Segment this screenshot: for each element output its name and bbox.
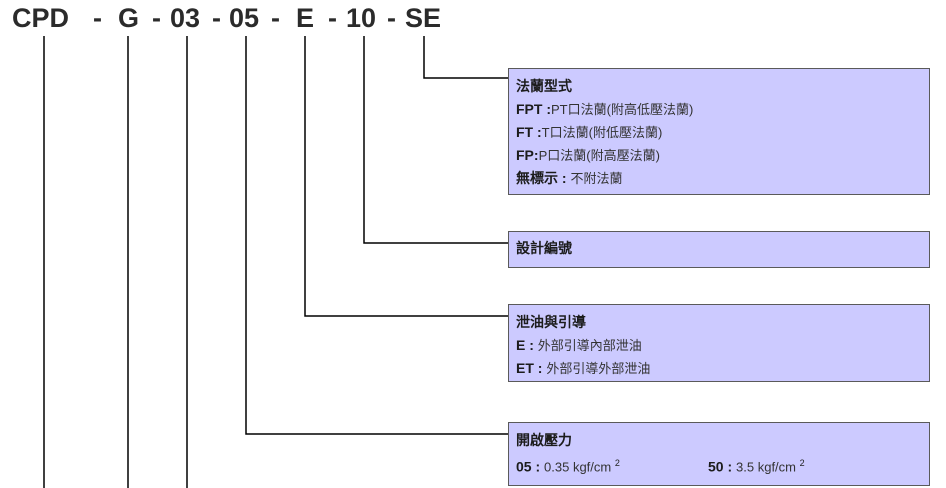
design-number-box: 設計編號 xyxy=(508,231,930,268)
code-dash-1: - xyxy=(93,3,102,33)
option-code: 無標示 xyxy=(516,170,558,186)
option-code: FPT xyxy=(516,101,543,117)
connector-05 xyxy=(245,36,508,435)
option-desc: 外部引導外部泄油 xyxy=(546,361,651,376)
option-sep: : xyxy=(723,458,737,475)
code-dash-2: - xyxy=(152,3,161,33)
drain-option-et: ET : 外部引導外部泄油 xyxy=(516,357,922,380)
flange-type-title: 法蘭型式 xyxy=(516,78,572,94)
cracking-pressure-box: 開啟壓力 05 : 0.35 kgf/cm 2 50 : 3.5 kgf/cm … xyxy=(508,422,930,486)
unit-superscript: 2 xyxy=(614,458,620,468)
pressure-options-row: 05 : 0.35 kgf/cm 2 50 : 3.5 kgf/cm 2 xyxy=(516,452,922,475)
code-dash-4: - xyxy=(271,3,280,33)
option-sep: : xyxy=(533,124,542,140)
code-03: 03 xyxy=(170,3,201,33)
option-desc: 不附法蘭 xyxy=(570,171,623,186)
option-sep: : xyxy=(542,101,552,117)
code-se: SE xyxy=(405,3,442,33)
drain-pilot-box: 泄油與引導 E : 外部引導內部泄油 ET : 外部引導外部泄油 xyxy=(508,304,930,382)
option-desc: T口法蘭(附低壓法蘭) xyxy=(541,125,663,140)
connector-10 xyxy=(363,36,508,244)
flange-option-fp: FP:P口法蘭(附高壓法蘭) xyxy=(516,144,922,167)
code-dash-5: - xyxy=(328,3,337,33)
option-desc: 3.5 kgf/cm xyxy=(736,459,796,475)
code-e: E xyxy=(296,3,315,33)
connector-se xyxy=(423,36,508,79)
drain-pilot-title: 泄油與引導 xyxy=(516,314,586,330)
flange-option-ft: FT :T口法蘭(附低壓法蘭) xyxy=(516,121,922,144)
option-code: FP xyxy=(516,147,534,163)
option-sep: : xyxy=(533,147,539,163)
pressure-option-05: 05 : 0.35 kgf/cm 2 xyxy=(516,452,620,478)
flange-type-box: 法蘭型式 FPT :PT口法蘭(附高低壓法蘭) FT :T口法蘭(附低壓法蘭) … xyxy=(508,68,930,195)
option-code: FT xyxy=(516,124,534,140)
option-sep: : xyxy=(558,170,571,186)
code-10: 10 xyxy=(346,3,377,33)
drain-option-e: E : 外部引導內部泄油 xyxy=(516,334,922,357)
option-code: E xyxy=(516,337,526,353)
option-desc: 0.35 kgf/cm xyxy=(544,459,612,475)
option-code: 05 xyxy=(516,458,532,475)
option-desc: 外部引導內部泄油 xyxy=(537,338,642,353)
option-sep: : xyxy=(533,360,547,376)
code-cpd: CPD xyxy=(12,3,70,33)
flange-option-none: 無標示 : 不附法蘭 xyxy=(516,167,922,190)
option-desc: PT口法蘭(附高低壓法蘭) xyxy=(551,102,694,117)
code-05: 05 xyxy=(229,3,260,33)
cracking-pressure-title: 開啟壓力 xyxy=(516,432,572,448)
code-g: G xyxy=(118,3,140,33)
option-sep: : xyxy=(531,458,545,475)
unit-superscript: 2 xyxy=(799,458,805,468)
design-number-title: 設計編號 xyxy=(516,240,572,256)
option-code: ET xyxy=(516,360,534,376)
connector-e xyxy=(304,36,508,317)
pressure-option-50: 50 : 3.5 kgf/cm 2 xyxy=(708,452,805,478)
flange-option-fpt: FPT :PT口法蘭(附高低壓法蘭) xyxy=(516,98,922,121)
option-desc: P口法蘭(附高壓法蘭) xyxy=(538,148,660,163)
code-dash-6: - xyxy=(387,3,396,33)
option-sep: : xyxy=(525,337,538,353)
option-code: 50 xyxy=(708,458,724,475)
code-dash-3: - xyxy=(212,3,221,33)
